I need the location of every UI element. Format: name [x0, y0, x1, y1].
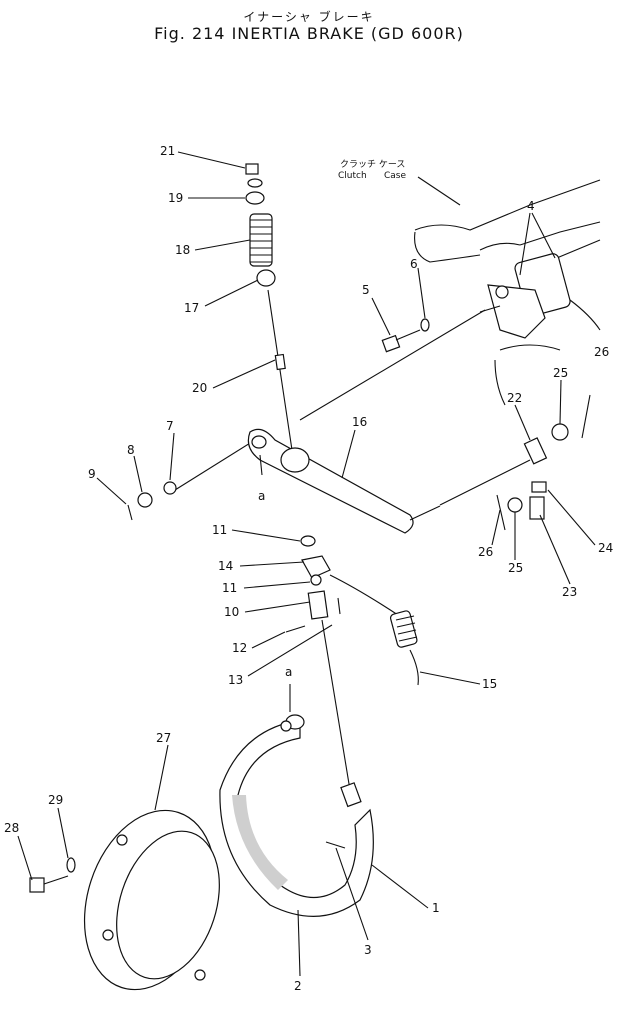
callout-7: 7	[166, 419, 174, 433]
callout-5: 5	[362, 283, 370, 297]
callout-25-lower: 25	[508, 561, 523, 575]
callout-4: 4	[527, 199, 535, 213]
callout-14: 14	[218, 559, 233, 573]
leader-lines	[17, 151, 596, 977]
callout-24: 24	[598, 541, 613, 555]
callout-19: 19	[168, 191, 183, 205]
callout-11-upper: 11	[212, 523, 227, 537]
ref-letter-a-lower: a	[285, 665, 292, 679]
callout-22: 22	[507, 391, 522, 405]
bolt-5	[381, 318, 430, 353]
callout-9: 9	[88, 467, 96, 481]
callout-17: 17	[184, 301, 199, 315]
bracket-flange	[479, 284, 546, 339]
callout-28: 28	[4, 821, 19, 835]
case-label: Case	[384, 171, 406, 181]
brake-band	[219, 714, 374, 917]
callout-27: 27	[156, 731, 171, 745]
callout-13: 13	[228, 673, 243, 687]
callout-15: 15	[482, 677, 497, 691]
lever-16	[247, 428, 441, 534]
callout-12: 12	[232, 641, 247, 655]
small-parts-left	[127, 481, 177, 521]
lower-linkage	[285, 535, 399, 633]
callout-3: 3	[364, 943, 372, 957]
bolt-28	[29, 857, 76, 893]
callout-25-upper: 25	[553, 366, 568, 380]
callout-1: 1	[432, 901, 440, 915]
callout-18: 18	[175, 243, 190, 257]
callout-8: 8	[127, 443, 135, 457]
callout-16: 16	[352, 415, 367, 429]
callout-6: 6	[410, 257, 418, 271]
rod-20	[267, 289, 293, 451]
callout-20: 20	[192, 381, 207, 395]
ref-letter-a-upper: a	[258, 489, 265, 503]
callout-21: 21	[160, 144, 175, 158]
callout-11-lower: 11	[222, 581, 237, 595]
callout-10: 10	[224, 605, 239, 619]
spring-assembly	[245, 163, 276, 287]
title-japanese: イナーシャ ブレーキ	[243, 10, 375, 24]
callout-26-upper: 26	[594, 345, 609, 359]
figure-title: Fig. 214 INERTIA BRAKE (GD 600R)	[154, 24, 464, 43]
callout-23: 23	[562, 585, 577, 599]
clutch-case-jp-label: クラッチ ケース	[340, 159, 405, 170]
clutch-label: Clutch	[338, 171, 367, 181]
pin-22	[439, 394, 591, 531]
brake-drum	[83, 809, 220, 991]
callout-2: 2	[294, 979, 302, 993]
callout-26-lower: 26	[478, 545, 493, 559]
spring-15	[389, 610, 419, 686]
callout-29: 29	[48, 793, 63, 807]
